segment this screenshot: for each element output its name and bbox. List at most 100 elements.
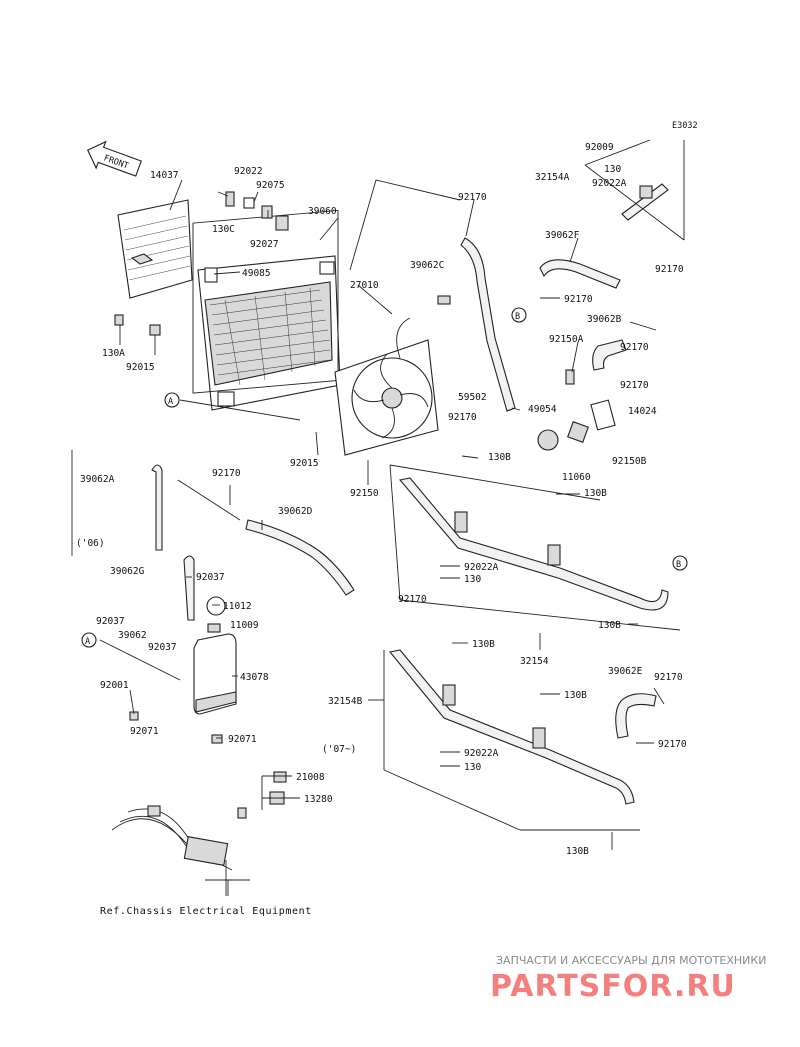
radiator-screen [117, 199, 193, 299]
part-label: 92022A [464, 748, 499, 759]
part-label: 92170 [458, 192, 487, 203]
part-label: 49054 [528, 404, 557, 415]
part-label: 92170 [658, 739, 687, 750]
part-label: 39062B [587, 314, 622, 325]
part-label: 92170 [654, 672, 683, 683]
part-label: 130 [464, 574, 481, 585]
part-label: 92015 [290, 458, 319, 469]
bolt-92022 [225, 191, 289, 231]
part-label: 130B [564, 690, 587, 701]
diagram-code: E3032 [672, 121, 698, 131]
part-label: 92009 [585, 142, 614, 153]
part-label: 92022A [464, 562, 499, 573]
hose-39062C [460, 237, 516, 412]
wiring-harness [111, 771, 287, 871]
part-label: 11012 [223, 601, 252, 612]
part-labels: 14037 92022 92075 130C 92027 39060 49085… [76, 142, 687, 857]
part-label: 39062C [410, 260, 444, 271]
part-label: 92170 [448, 412, 477, 423]
part-label: 32154 [520, 656, 549, 667]
fastener [114, 314, 161, 336]
part-label: 92150B [612, 456, 647, 467]
part-label: 92075 [256, 180, 285, 191]
part-label: 130B [488, 452, 511, 463]
hose-39062G [183, 555, 195, 621]
cooling-fan [334, 295, 451, 456]
part-label: 92170 [620, 342, 649, 353]
watermark-logo: PARTSFOR.RU [490, 969, 736, 1004]
part-label: 130B [598, 620, 621, 631]
part-label: 39060 [308, 206, 337, 217]
part-label: 92022 [234, 166, 263, 177]
part-label: 11060 [562, 472, 591, 483]
callout-b-upper: B [511, 307, 527, 323]
part-label: 130B [566, 846, 589, 857]
part-label: 14037 [150, 170, 179, 181]
part-label: 92150 [350, 488, 379, 499]
part-label: 130 [464, 762, 481, 773]
part-label: 92170 [655, 264, 684, 275]
pipe-32154A [621, 183, 669, 221]
hose-39062E [615, 693, 657, 739]
pipe-32154B [388, 649, 635, 805]
part-label: 92170 [212, 468, 241, 479]
part-label: 21008 [296, 772, 325, 783]
part-label: 92170 [564, 294, 593, 305]
part-label: 130C [212, 224, 235, 235]
year-07-label: ('07~) [322, 744, 356, 755]
leader-lines [71, 139, 685, 896]
svg-text:A: A [168, 397, 173, 407]
svg-text:B: B [515, 312, 520, 322]
callout-a-lower: A [81, 632, 97, 648]
pipe-32154 [398, 477, 669, 611]
part-label: 39062A [80, 474, 115, 485]
part-label: 130B [472, 639, 495, 650]
pipe-brackets [442, 511, 561, 749]
hose-39062D [245, 519, 355, 596]
part-label: 130 [604, 164, 621, 175]
svg-text:B: B [676, 560, 681, 570]
part-label: 92022A [592, 178, 627, 189]
hose-39062F [539, 259, 621, 289]
part-label: 49085 [242, 268, 271, 279]
watermark-tagline: ЗАПЧАСТИ И АКСЕССУАРЫ ДЛЯ МОТОТЕХНИКИ [496, 954, 766, 967]
svg-text:A: A [85, 637, 90, 647]
part-label: 39062G [110, 566, 145, 577]
radiator [197, 255, 341, 411]
reservoir-tank [129, 596, 237, 744]
part-label: 43078 [240, 672, 269, 683]
part-label: 59502 [458, 392, 487, 403]
year-06-label: ('06) [76, 538, 105, 549]
part-label: 92150A [549, 334, 584, 345]
part-label: 92071 [228, 734, 257, 745]
part-label: 13280 [304, 794, 333, 805]
part-label: 92071 [130, 726, 159, 737]
part-label: 130B [584, 488, 607, 499]
part-label: 39062E [608, 666, 643, 677]
callout-b-lower: B [672, 555, 688, 571]
part-label: 92027 [250, 239, 279, 250]
part-label: 130A [102, 348, 125, 359]
hose-39062A [151, 464, 163, 551]
callout-a-upper: A [164, 392, 180, 408]
part-label: 92001 [100, 680, 129, 691]
part-label: 11009 [230, 620, 259, 631]
part-label: 14024 [628, 406, 657, 417]
part-label: 92037 [96, 616, 125, 627]
hose-39062B [592, 339, 627, 371]
front-arrow-icon: FRONT [87, 140, 142, 177]
part-label: 92037 [196, 572, 225, 583]
part-label: 92015 [126, 362, 155, 373]
part-label: 32154A [535, 172, 570, 183]
part-label: 92037 [148, 642, 177, 653]
thermostat-housing [537, 369, 616, 451]
part-label: 39062D [278, 506, 313, 517]
part-label: 27010 [350, 280, 379, 291]
part-label: 92170 [398, 594, 427, 605]
reference-note: Ref.Chassis Electrical Equipment [100, 906, 312, 917]
part-label: 39062 [118, 630, 147, 641]
part-label: 92170 [620, 380, 649, 391]
part-label: 32154B [328, 696, 363, 707]
part-label: 39062F [545, 230, 580, 241]
